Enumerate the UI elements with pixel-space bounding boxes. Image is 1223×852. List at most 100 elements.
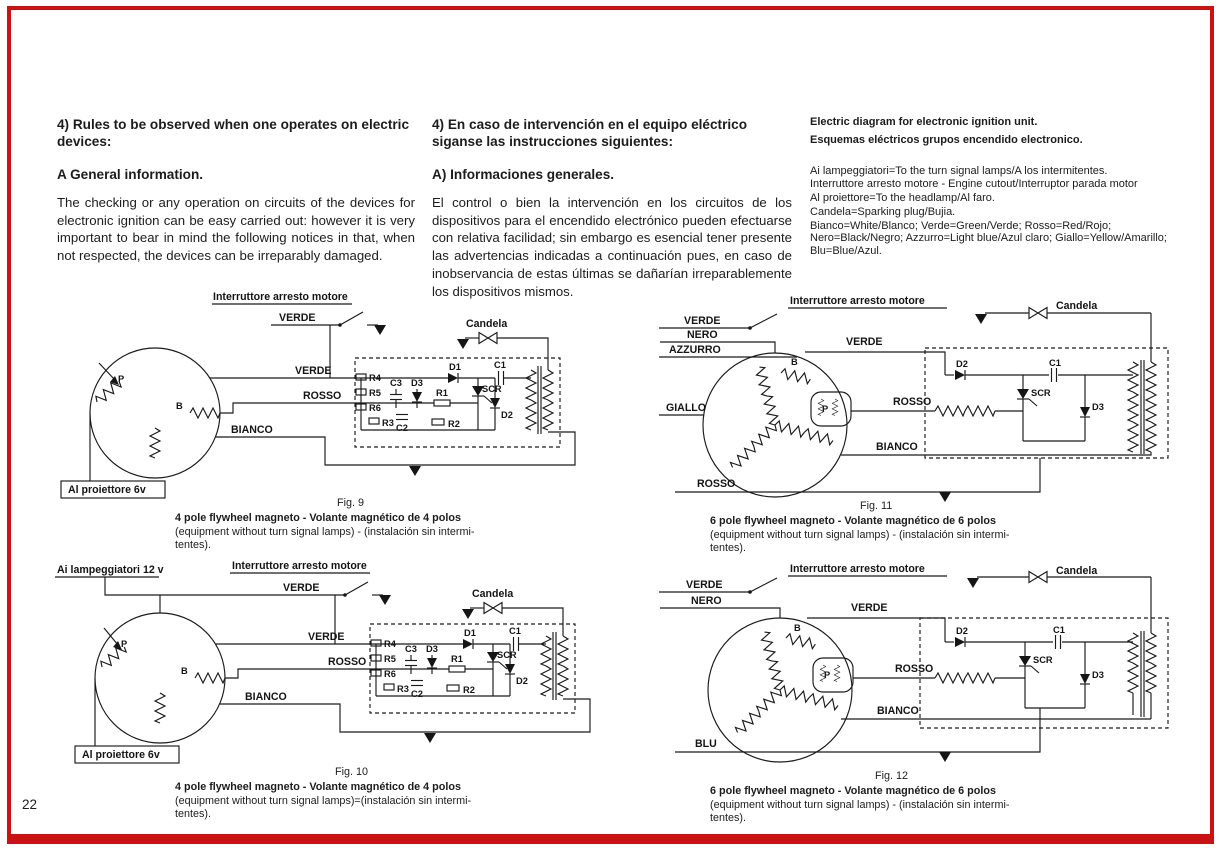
page-number: 22 [22,797,38,812]
fig12-label-nero: NERO [691,595,722,607]
fig9-label-bianco: BIANCO [231,424,273,436]
fig12-unit-box: D2 C1 SCR D3 [919,617,1169,729]
fig10-label-candela: Candela [472,588,513,600]
fig12-caption: Fig. 12 6 pole flywheel magneto - Volant… [710,770,1150,826]
fig11-label-bianco: BIANCO [876,441,918,453]
fig11-label-azzurro: AZZURRO [669,344,721,356]
fig12-label-bianco: BIANCO [877,705,919,717]
fig12-diagram: B P Interruttore arresto motore VERDE NE… [659,563,1169,763]
fig12-label-d2: D2 [956,626,968,636]
fig9-label-interruttore: Interruttore arresto motore [213,291,348,303]
fig11-unit-box: D2 C1 SCR D3 [924,347,1169,459]
fig11-diagram: B P Interruttore arresto motore VERDE NE… [659,295,1169,502]
fig12-candela: Candela [967,565,1151,588]
fig9-caption: Fig. 9 4 pole flywheel magneto - Volante… [175,497,595,553]
fig10-label-r6: R6 [384,669,396,679]
column-english: 4) Rules to be observed when one operate… [57,116,415,265]
fig11-label-p: P [822,404,828,414]
fig12-kill-switch: Interruttore arresto motore VERDE [659,563,947,594]
fig12-magneto: B P [707,617,854,763]
fig12-label-b: B [794,623,801,633]
fig12-label-candela: Candela [1056,565,1097,577]
fig11-label-giallo: GIALLO [666,402,706,414]
fig10-label-r3: R3 [397,684,409,694]
fig11-label-scr: SCR [1031,388,1051,398]
fig10-label-proiettore: Al proiettore 6v [82,749,160,761]
fig10-caption: Fig. 10 4 pole flywheel magneto - Volant… [175,766,595,822]
fig9-magneto: P B [89,347,221,479]
legend-line: Candela=Sparking plug/Bujia. [810,205,956,218]
fig9-label-c3: C3 [390,378,402,388]
fig11-left-wires: NERO AZZURRO GIALLO ROSSO [659,329,1041,502]
fig12-caption-sub: tentes). [710,812,747,825]
fig9-caption-number: Fig. 9 [337,497,365,509]
fig10-label-c3: C3 [405,644,417,654]
legend-line: Al proiettore=To the headlamp/Al faro. [810,192,995,204]
fig11-label-nero: NERO [687,329,718,341]
fig9-label-rosso: ROSSO [303,390,341,402]
fig11-label-d3: D3 [1092,402,1104,412]
fig11-caption-sub: tentes). [710,542,747,555]
fig11-caption: Fig. 11 6 pole flywheel magneto - Volant… [710,500,1150,556]
fig11-label-b: B [791,357,798,367]
fig9-label-r1: R1 [436,388,448,398]
fig10-label-scr: SCR [497,650,517,660]
fig9-caption-title: 4 pole flywheel magneto - Volante magnét… [175,512,461,525]
fig10-label-verde: VERDE [308,631,345,643]
fig10-label-r2: R2 [463,685,475,695]
fig9-caption-sub: tentes). [175,539,212,552]
column-legend: Electric diagram for electronic ignition… [810,116,1192,259]
fig10-kill-switch: Interruttore arresto motore VERDE [159,560,391,644]
legend-line: Interruttore arresto motore - Engine cut… [810,178,1138,191]
fig9-diagram: P B Interruttore arresto motore VERDE VE… [60,291,576,499]
fig9-label-b: B [176,401,183,411]
legend-title-es: Esquemas eléctricos grupos encendido ele… [810,133,1083,146]
fig9-label-r4: R4 [369,373,382,383]
fig9-candela: Candela [457,318,549,370]
fig9-kill-switch: Interruttore arresto motore VERDE [212,291,386,378]
fig10-caption-number: Fig. 10 [335,766,369,778]
fig9-label-d2: D2 [501,410,513,420]
fig12-wires: VERDE ROSSO BIANCO [807,602,1151,720]
fig10-wires: VERDE ROSSO BIANCO [94,631,591,746]
fig10-label-d1: D1 [464,628,476,638]
fig12-caption-sub: (equipment without turn signal lamps) - … [710,798,1010,811]
es-body: El control o bien la intervención en los… [432,194,792,299]
legend-line: Bianco=White/Blanco; Verde=Green/Verde; … [810,219,1167,258]
fig11-label-rosso-low: ROSSO [697,478,735,490]
fig11-kill-switch: Interruttore arresto motore VERDE [659,295,947,330]
fig12-label-verde: VERDE [851,602,888,614]
fig9-label-candela: Candela [466,318,507,330]
fig12-label-rosso: ROSSO [895,663,933,675]
fig9-headlamp: Al proiettore 6v [60,480,166,499]
fig10-caption-sub: (equipment without turn signal lamps)=(i… [175,794,472,807]
fig9-label-p: P [118,374,124,384]
fig12-label-scr: SCR [1033,655,1053,665]
fig11-label-candela: Candela [1056,300,1097,312]
fig9-ignition-coil [525,366,554,434]
fig10-label-interruttore: Interruttore arresto motore [232,560,367,572]
fig11-label-verde: VERDE [846,336,883,348]
column-spanish: 4) En caso de intervención en el equipo … [432,116,792,301]
fig11-caption-sub: (equipment without turn signal lamps) - … [710,528,1010,541]
fig10-label-r4: R4 [384,639,397,649]
fig9-label-verde: VERDE [295,365,332,377]
fig12-left-wires: NERO BLU [660,595,1041,762]
fig11-caption-title: 6 pole flywheel magneto - Volante magnét… [710,515,996,528]
fig9-label-verde-top: VERDE [279,312,316,324]
fig9-label-r2: R2 [448,419,460,429]
fig10-label-bianco: BIANCO [245,691,287,703]
fig11-magneto: B P [702,352,852,498]
fig9-label-d1: D1 [449,362,461,372]
fig10-magneto: P B [94,612,226,744]
fig11-label-d2: D2 [956,359,968,369]
fig12-label-blu: BLU [695,738,717,750]
fig9-label-d3: D3 [411,378,423,388]
fig10-label-lampeggiatori: Ai lampeggiatori 12 v [57,564,164,576]
fig9-wires: VERDE ROSSO BIANCO [89,365,576,481]
fig10-label-rosso: ROSSO [328,656,366,668]
fig11-label-interruttore: Interruttore arresto motore [790,295,925,307]
fig10-label-r1: R1 [451,654,463,664]
fig9-unit-box: D1 C1 R4 R5 R6 R3 C3 D3 C2 R1 [354,357,561,448]
